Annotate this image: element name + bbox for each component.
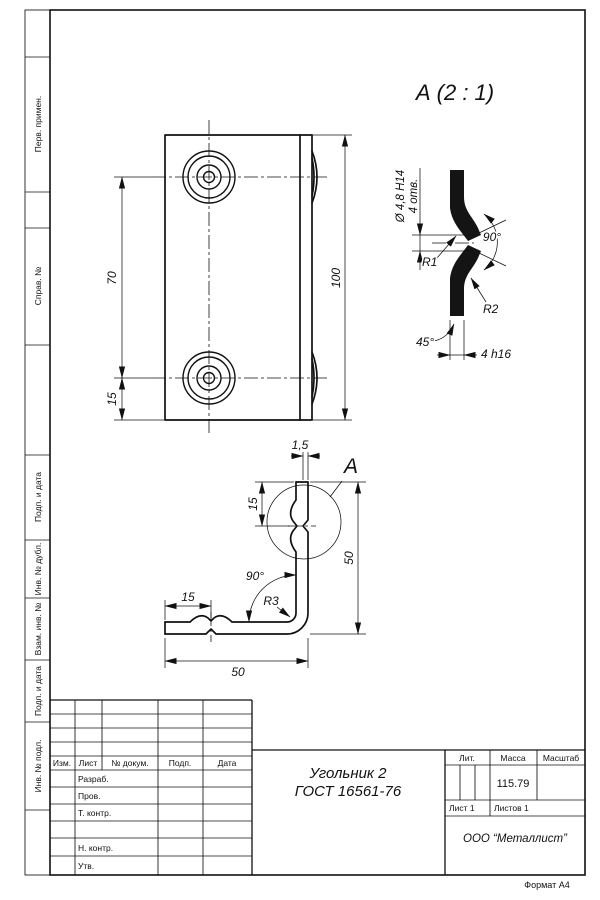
margin-label-inv-no-dubl: Инв. № дубл. [33,543,43,596]
col-list: Лист [79,758,98,768]
col-masshtab: Масштаб [543,753,579,763]
dim-angle-90-label: 90° [483,230,501,244]
row-t-kontr: Т. контр. [78,808,111,818]
side-view: А 1,5 15 50 90° R3 15 50 [164,438,366,679]
dim-50-right-label: 50 [342,551,356,565]
dim-1-5-label: 1,5 [292,438,309,452]
section-upper-piece [450,170,481,241]
row-razrab: Разраб. [78,774,109,784]
listov-info: Листов 1 [494,803,529,813]
doc-title-line2: ГОСТ 16561-76 [295,783,402,800]
row-utv: Утв. [78,861,94,871]
frame [24,9,586,876]
dim-holes-count-label: 4 отв. [408,179,420,214]
dim-diameter-label: Ø 4,8 H14 [395,170,407,223]
dim-r1-label: R1 [422,255,437,269]
dim-15-left-label: 15 [181,590,195,604]
margin-column: Перв. примен. Справ. № Подп. и дата Инв.… [25,56,50,811]
section-lower-piece [450,245,481,316]
col-no-dokum: № докум. [111,758,148,768]
massa-value: 115.79 [497,778,530,790]
margin-label-sprav-no: Справ. № [33,267,43,306]
dim-70-label: 70 [105,271,119,285]
row-n-kontr: Н. контр. [78,843,113,853]
col-lit: Лит. [459,753,475,763]
margin-label-vzam-inv-no: Взам. инв. № [33,603,43,656]
dim-r2-label: R2 [483,302,499,316]
front-view: 70 15 100 [105,120,352,435]
detail-circle-a [266,484,342,560]
detail-view-a: А (2 : 1) Ø 4,8 H14 4 отв. 90° R1 R2 45°… [395,80,511,361]
detail-a-label: А [342,455,358,478]
row-prov: Пров. [78,791,100,801]
doc-title-line1: Угольник 2 [308,765,387,782]
company-name: ООО “Металлист” [463,833,568,845]
dim-15-top-label: 15 [246,497,260,511]
dim-thickness-label: 4 h16 [481,347,511,361]
title-block: Изм. Лист № докум. Подп. Дата Разраб. Пр… [50,699,585,875]
dim-r3-label: R3 [263,594,279,608]
list-info: Лист 1 [449,803,475,813]
margin-label-podp-i-data-2: Подп. и дата [33,666,43,716]
dim-angle-90-side-label: 90° [246,569,264,583]
col-data: Дата [218,758,237,768]
format-note: Формат А4 [524,880,569,890]
detail-title: А (2 : 1) [414,80,494,105]
dim-angle-45-label: 45° [416,335,434,349]
margin-label-podp-i-data-1: Подп. и дата [33,472,43,522]
margin-label-perv-primen: Перв. примен. [33,96,43,153]
dim-100-label: 100 [329,268,343,288]
margin-label-inv-no-podl: Инв. № подл. [33,740,43,793]
dim-15-label: 15 [105,392,119,406]
col-massa: Масса [500,753,525,763]
col-izm: Изм. [53,758,71,768]
dim-50-bottom-label: 50 [231,665,245,679]
col-podp: Подп. [169,758,192,768]
